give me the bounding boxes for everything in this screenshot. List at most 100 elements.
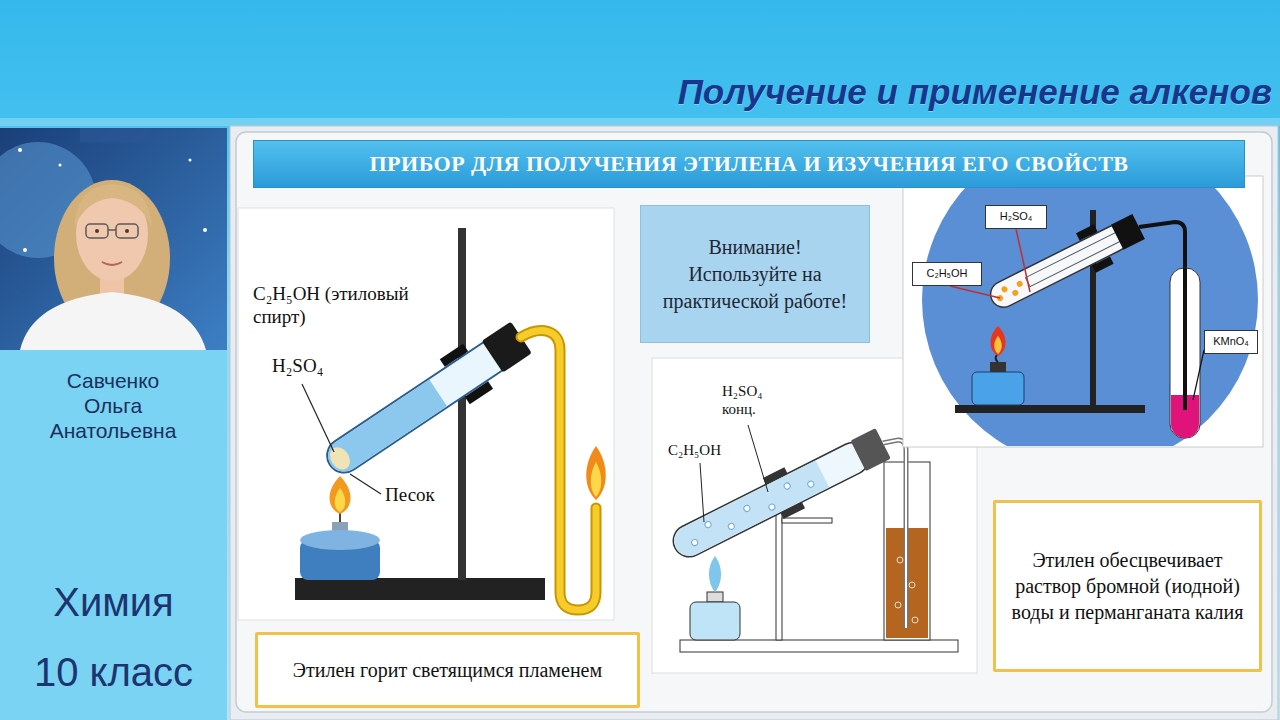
apparatus-figure-3 — [986, 221, 1132, 311]
apparatus-figure-1 — [315, 315, 536, 488]
slide-title: Получение и применение алкенов — [678, 72, 1272, 112]
content-panel — [230, 126, 1278, 720]
apparatus-figure-2 — [897, 557, 903, 563]
webcam-frame — [59, 164, 62, 167]
apparatus-figure-1 — [521, 331, 596, 610]
node-text: Этилен обесцвечивает раствор бромной (ио… — [1008, 547, 1247, 625]
callout-box: H₂SO₄ — [985, 205, 1047, 229]
fact-box: Этилен обесцвечивает раствор бромной (ио… — [993, 500, 1262, 672]
apparatus-figure-3 — [955, 405, 1145, 413]
webcam-frame — [0, 128, 227, 350]
node-text: H₂SO₄ — [990, 210, 1042, 223]
apparatus-figure-3 — [1076, 224, 1097, 240]
apparatus-figure-1 — [326, 443, 354, 473]
apparatus-figure-2 — [691, 539, 699, 547]
content-panel — [230, 126, 1278, 720]
apparatus-figure-2 — [895, 602, 901, 608]
node-text: KMnO₄ — [1209, 335, 1253, 348]
apparatus-figure-1 — [458, 228, 466, 580]
apparatus-figure-2 — [668, 437, 874, 562]
apparatus-figure-2 — [748, 425, 768, 492]
apparatus-figure-2 — [669, 460, 829, 560]
apparatus-figure-2 — [783, 482, 791, 490]
node-text: C₂H₅OH — [917, 267, 977, 280]
apparatus-figure-2 — [780, 502, 805, 519]
webcam-frame — [18, 148, 22, 152]
side-panel — [0, 350, 227, 720]
apparatus-figure-2 — [782, 518, 832, 523]
apparatus-figure-3 — [1170, 268, 1200, 438]
header-band — [0, 0, 1280, 126]
webcam-frame — [203, 228, 207, 232]
apparatus-figure-3 — [1000, 285, 1008, 293]
apparatus-figure-2 — [680, 640, 958, 652]
apparatus-figure-1 — [295, 578, 545, 600]
figure-label: C₂H₅OH (этиловый спирт) — [253, 283, 453, 329]
apparatus-figure-1 — [591, 462, 602, 497]
apparatus-figure-1 — [521, 331, 596, 610]
apparatus-figure-3 — [996, 294, 1004, 302]
apparatus-figure-3 — [1193, 350, 1204, 400]
apparatus-figure-3 — [922, 177, 1258, 446]
apparatus-figure-1 — [238, 208, 614, 620]
figure-label: H₂SO₄ конц. — [722, 382, 786, 418]
apparatus-figure-1 — [321, 332, 519, 480]
webcam-frame — [189, 159, 192, 162]
apparatus-figure-1 — [300, 530, 380, 550]
apparatus-figure-3 — [1111, 214, 1145, 250]
apparatus-figure-1 — [302, 384, 334, 452]
apparatus-figure-3 — [1016, 280, 1024, 288]
apparatus-figure-2 — [690, 602, 740, 640]
apparatus-figure-3 — [1026, 231, 1124, 287]
webcam-frame — [74, 184, 152, 228]
apparatus-figure-3 — [1016, 229, 1030, 292]
figure-label: Савченко Ольга Анатольевна — [38, 368, 188, 444]
apparatus-figure-2 — [665, 423, 894, 569]
apparatus-figure-3 — [991, 326, 1006, 356]
figure-label: Химия — [0, 578, 227, 626]
apparatus-figure-2 — [709, 556, 721, 592]
webcam-frame — [102, 262, 122, 265]
callout-box: KMnO₄ — [1204, 330, 1258, 354]
apparatus-figure-2 — [909, 582, 915, 588]
apparatus-figure-2 — [707, 592, 723, 602]
note-box: Внимание! Используйте на практической ра… — [640, 205, 870, 343]
title-banner: ПРИБОР ДЛЯ ПОЛУЧЕНИЯ ЭТИЛЕНА И ИЗУЧЕНИЯ … — [253, 140, 1245, 188]
webcam-frame — [95, 229, 99, 233]
apparatus-figure-2 — [763, 467, 788, 484]
fact-box: Этилен горит светящимся пламенем — [255, 632, 640, 708]
apparatus-figure-3 — [1011, 289, 1019, 297]
callout-box: C₂H₅OH — [912, 262, 982, 286]
node-text: Этилен горит светящимся пламенем — [270, 657, 625, 683]
apparatus-figure-2 — [776, 505, 782, 640]
figure-label: 10 класс — [0, 648, 227, 696]
apparatus-figure-2 — [768, 503, 776, 511]
webcam-frame — [20, 292, 206, 350]
apparatus-figure-3 — [972, 372, 1024, 405]
apparatus-figure-2 — [883, 440, 906, 628]
apparatus-figure-1 — [465, 381, 493, 404]
apparatus-figure-1 — [330, 476, 351, 514]
apparatus-figure-3 — [922, 177, 1258, 446]
apparatus-figure-1 — [586, 446, 606, 500]
apparatus-figure-1 — [322, 380, 447, 478]
apparatus-figure-2 — [700, 463, 704, 522]
content-panel — [236, 132, 1272, 712]
apparatus-figure-3 — [990, 362, 1006, 372]
figure-label: C₂H₅OH — [668, 441, 738, 459]
apparatus-figure-2 — [743, 504, 751, 512]
apparatus-figure-2 — [807, 480, 815, 488]
figure-label: H₂SO₄ — [272, 355, 362, 378]
webcam-frame — [86, 224, 108, 238]
figure-label: Песок — [385, 484, 455, 507]
apparatus-figure-2 — [727, 522, 735, 530]
apparatus-figure-3 — [994, 336, 1002, 354]
header-band — [0, 0, 1280, 126]
apparatus-figure-2 — [883, 440, 906, 628]
apparatus-figure-1 — [350, 474, 381, 494]
webcam-frame — [116, 224, 138, 238]
side-panel — [0, 350, 227, 720]
webcam-frame — [125, 229, 129, 233]
webcam-frame — [80, 128, 150, 142]
